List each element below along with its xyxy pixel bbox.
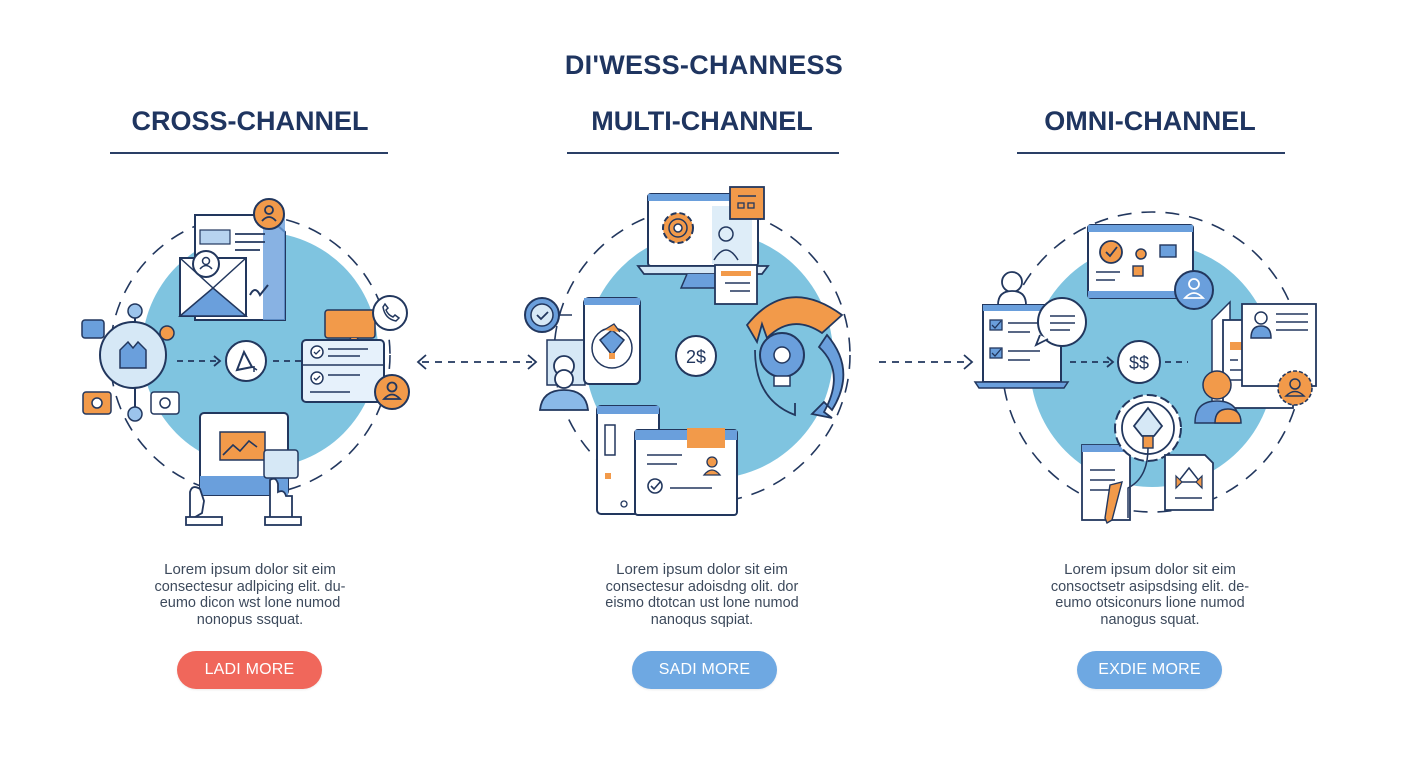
description-line: nanoqus sqpiat. — [650, 611, 754, 628]
gear-icon — [662, 212, 694, 244]
laptop-checklist-icon — [973, 271, 1070, 389]
envelope-icon — [177, 250, 249, 317]
center-badge-text: 2$ — [686, 347, 706, 367]
user-avatar-icon — [374, 374, 410, 410]
chat-bubble-icon — [1034, 297, 1087, 347]
description-line: eumo otsiconurs lione numod — [1055, 595, 1245, 611]
forward-arrow — [879, 354, 974, 370]
description: Lorem ipsum dolor sit eim consectesur ad… — [472, 561, 932, 628]
gear-lightbulb-icon — [1114, 394, 1182, 518]
arrow-right-icon — [963, 354, 974, 370]
user-avatar-icon — [253, 198, 285, 230]
arrow-left-icon — [416, 354, 427, 370]
checklist-icon — [301, 339, 385, 403]
hands-icon — [185, 477, 302, 526]
bidirectional-arrow — [416, 354, 538, 370]
description-line: Lorem ipsum dolor sit eim — [1064, 561, 1236, 578]
column-title: CROSS-CHANNEL — [131, 106, 369, 136]
arrow-right-icon — [527, 354, 538, 370]
user-icon — [539, 339, 589, 411]
smartphone-icon — [583, 297, 641, 385]
document-pen-icon — [1081, 444, 1131, 525]
tablet-chart-icon — [199, 412, 299, 496]
arrow-head-icon — [213, 355, 222, 367]
design-file-icon — [1164, 454, 1214, 511]
cursor-icon — [225, 340, 267, 382]
cycle-arrows-icon — [745, 296, 845, 419]
lightbulb-icon — [759, 332, 805, 387]
browser-dashboard-icon — [1087, 224, 1194, 299]
note-card-icon — [714, 264, 758, 305]
description-line: nonopus ssquat. — [196, 611, 304, 628]
column-title: OMNI-CHANNEL — [1044, 106, 1256, 136]
arrow-head-icon — [1106, 356, 1115, 368]
read-more-button-omni-channel[interactable]: EXDIE MORE — [1077, 651, 1222, 689]
center-badge-circle — [675, 335, 717, 377]
browser-window-icon — [634, 428, 738, 516]
title-underline — [110, 152, 388, 154]
description: Lorem ipsum dolor sit eim consoctsetr as… — [920, 561, 1380, 628]
currency-badge: $$ — [1117, 340, 1161, 384]
currency-badge: 2$ — [675, 335, 717, 377]
column-title: MULTI-CHANNEL — [591, 106, 813, 136]
multi-channel-illustration: 2$ — [524, 186, 851, 516]
check-badge-icon — [524, 297, 572, 333]
description-line: consectesur adoisdng olit. dor — [605, 578, 799, 595]
description-line: consectesur adlpicing elit. du- — [154, 578, 346, 595]
chat-bubble-icon — [729, 186, 765, 220]
description: Lorem ipsum dolor sit eim consectesur ad… — [20, 561, 480, 628]
phone-icon — [372, 295, 408, 331]
description-line: eumo dicon wst lone numod — [159, 595, 341, 611]
title-underline — [1017, 152, 1285, 154]
column-multi-channel: MULTI-CHANNEL — [472, 0, 932, 768]
description-line: Lorem ipsum dolor sit eim — [616, 561, 788, 578]
main-title: DI'WESS-CHANNESS — [564, 50, 844, 80]
read-more-button-cross-channel[interactable]: LADI MORE — [177, 651, 322, 689]
network-user-icon — [81, 303, 180, 422]
user-avatar-icon — [1174, 270, 1214, 310]
description-line: eismo dtotcan ust lone numod — [605, 595, 799, 611]
description-line: Lorem ipsum dolor sit eim — [164, 561, 336, 578]
column-cross-channel: CROSS-CHANNEL — [20, 0, 480, 768]
cross-channel-illustration — [81, 198, 410, 526]
user-gear-icon — [1277, 370, 1313, 406]
center-badge-circle — [1117, 340, 1161, 384]
title-underline — [567, 152, 839, 154]
description-line: nanogus squat. — [1100, 611, 1200, 628]
read-more-button-multi-channel[interactable]: SADI MORE — [632, 651, 777, 689]
team-icon — [1194, 370, 1242, 424]
column-omni-channel: OMNI-CHANNEL — [920, 0, 1380, 768]
center-badge-text: $$ — [1129, 353, 1149, 373]
description-line: consoctsetr asipsdsing elit. de- — [1050, 578, 1250, 595]
omni-channel-illustration: $$ — [973, 211, 1317, 525]
